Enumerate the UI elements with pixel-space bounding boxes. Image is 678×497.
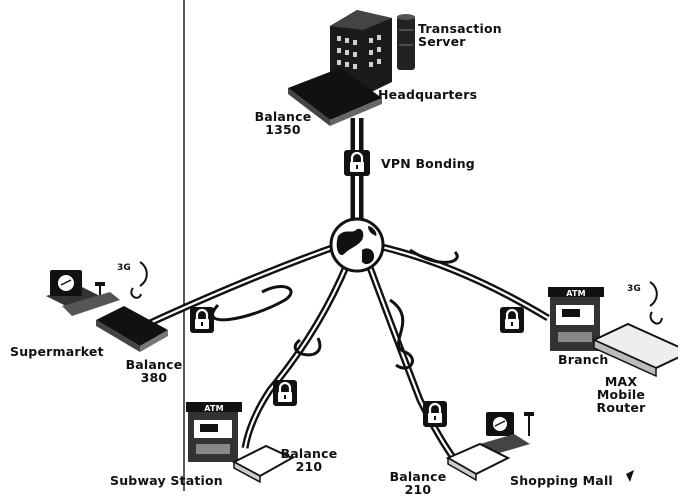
- label-headquarters: Headquarters: [378, 87, 478, 102]
- server-icon: [397, 14, 415, 70]
- lock-icon-vpn: [344, 150, 370, 176]
- label-balance-1350: Balance 1350: [254, 109, 312, 137]
- label-max-mobile-router: MAX Mobile Router: [596, 374, 646, 415]
- label-subway-station: Subway Station: [110, 473, 223, 488]
- router-icon-hq: [288, 68, 382, 126]
- lock-icon-branch: [500, 307, 524, 333]
- label-atm-branch: ATM: [566, 289, 586, 298]
- stray-mark: [626, 470, 634, 482]
- label-supermarket: Supermarket: [10, 344, 104, 359]
- label-vpn-bonding: VPN Bonding: [381, 156, 475, 171]
- label-transaction-server: Transaction Server: [418, 21, 502, 49]
- cable-shopping: [364, 260, 458, 463]
- atm-icon-subway: [186, 402, 242, 462]
- atm-icon-branch: [548, 287, 604, 351]
- cable-branch: [377, 242, 550, 321]
- antenna-icon-right: [649, 281, 663, 325]
- pc-icon-supermarket: [46, 270, 120, 316]
- label-signal-left: 3G: [116, 263, 132, 273]
- lock-icon-supermarket: [190, 307, 214, 333]
- label-balance-210-shopping: Balance 210: [389, 469, 447, 497]
- router-icon-shopping-210: [445, 442, 511, 482]
- cable-subway: [241, 260, 352, 449]
- label-atm-subway: ATM: [204, 404, 224, 413]
- lock-icon-shopping: [423, 401, 447, 427]
- pc-icon-shopping: [480, 412, 534, 454]
- router-icon-subway-210: [231, 444, 295, 484]
- label-shopping-mall: Shopping Mall: [510, 473, 613, 488]
- label-signal-right: 3G: [626, 284, 642, 294]
- label-balance-210-subway: Balance 210: [280, 446, 338, 474]
- label-balance-380: Balance 380: [125, 357, 183, 385]
- globe-icon: [329, 217, 385, 273]
- cable-supermarket: [148, 241, 342, 327]
- router-icon-max: [591, 322, 678, 378]
- router-icon-380: [96, 306, 168, 352]
- lock-icon-subway: [273, 380, 297, 406]
- label-branch: Branch: [558, 352, 609, 367]
- antenna-icon-left: [130, 261, 148, 299]
